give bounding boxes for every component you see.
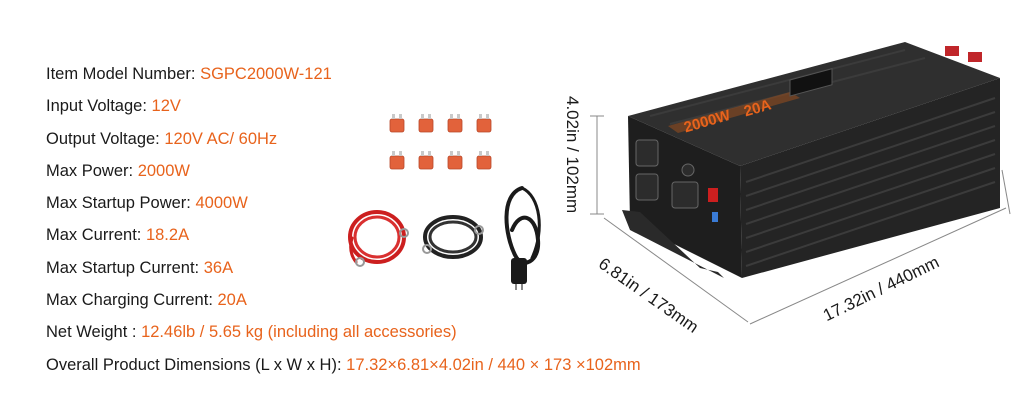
spec-row-input-voltage: Input Voltage: 12V: [46, 94, 641, 126]
black-cable-icon: [422, 215, 484, 259]
height-dimension-label: 4.02in / 102mm: [563, 96, 582, 214]
fuse-set-icon: [389, 114, 492, 170]
spec-label: Input Voltage:: [46, 97, 147, 116]
spec-label: Max Current:: [46, 226, 142, 245]
dimension-lines: [590, 115, 1011, 325]
spec-label: Item Model Number:: [46, 65, 196, 83]
spec-value: SGPC2000W-121: [200, 65, 332, 83]
spec-row-max-startup-current: Max Startup Current: 36A: [46, 256, 641, 288]
spec-label: Net Weight :: [46, 323, 137, 342]
spec-row-max-startup-power: Max Startup Power: 4000W: [46, 191, 641, 223]
spec-row-net-weight: Net Weight : 12.46lb / 5.65 kg (includin…: [46, 320, 641, 352]
spec-row-dimensions: Overall Product Dimensions (L x W x H): …: [46, 353, 641, 385]
red-cable-icon: [348, 210, 409, 267]
spec-label: Overall Product Dimensions (L x W x H):: [46, 355, 342, 374]
spec-label: Max Charging Current:: [46, 291, 213, 310]
spec-row-model: Item Model Number: SGPC2000W-121: [46, 62, 641, 94]
spec-value: 4000W: [195, 194, 248, 213]
spec-value: 36A: [203, 258, 234, 277]
spec-row-max-power: Max Power: 2000W: [46, 159, 641, 191]
spec-label: Max Power:: [46, 161, 134, 180]
spec-row-output-voltage: Output Voltage: 120V AC/ 60Hz: [46, 127, 641, 159]
spec-value: 12.46lb / 5.65 kg (including all accesso…: [141, 323, 457, 342]
spec-value: 2000W: [137, 161, 190, 180]
spec-value: 18.2A: [145, 226, 190, 245]
spec-label: Max Startup Current:: [46, 258, 200, 277]
spec-list: Item Model Number: SGPC2000W-121 Input V…: [46, 62, 641, 385]
power-cord-icon: [504, 186, 541, 290]
spec-value: 17.32×6.81×4.02in / 440 × 173 ×102mm: [346, 355, 641, 374]
spec-value: 20A: [217, 291, 247, 310]
inverter-icon: [622, 42, 1000, 278]
spec-label: Output Voltage:: [46, 129, 160, 148]
spec-row-max-current: Max Current: 18.2A: [46, 223, 641, 255]
spec-value: 120V AC/ 60Hz: [164, 129, 278, 148]
spec-value: 12V: [151, 97, 181, 116]
spec-row-max-charging-current: Max Charging Current: 20A: [46, 288, 641, 320]
spec-label: Max Startup Power:: [46, 194, 191, 213]
